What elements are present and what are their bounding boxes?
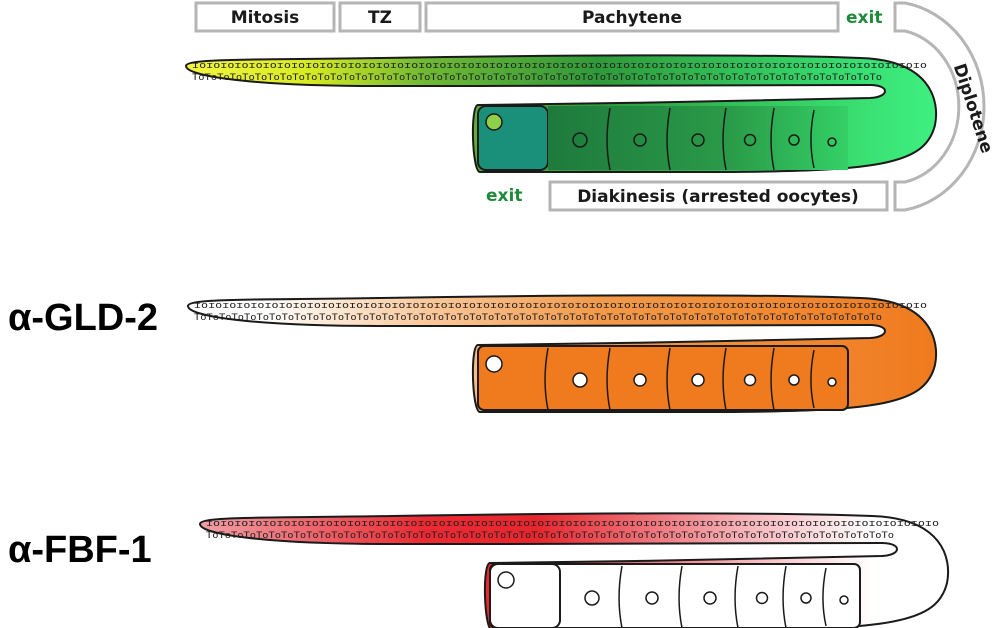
gonad-green-row-bottom: ToToToToToToToToToToToToToToToToToToToTo… (192, 73, 882, 83)
gonad-red-row-bottom: ToToToToToToToToToToToToToToToToToToToTo… (206, 531, 894, 541)
gonad-orange-row-bottom: ToToToToToToToToToToToToToToToToToToToTo… (194, 313, 882, 323)
stage-label-mitosis: Mitosis (231, 8, 300, 28)
gonad-green-row-top: ɪoɪoɪoɪoɪoɪoɪoɪoɪoɪoɪoɪoɪoɪoɪoɪoɪoɪoɪoɪo… (192, 61, 927, 71)
gonad-red-row-top: ɪoɪoɪoɪoɪoɪoɪoɪoɪoɪoɪoɪoɪoɪoɪoɪoɪoɪoɪoɪo… (206, 519, 939, 529)
gonad-green-oocyte-nucleus (486, 114, 502, 130)
stage-label-diakinesis: Diakinesis (arrested oocytes) (577, 187, 859, 207)
exit-label-bottom: exit (486, 186, 522, 206)
panel-label-fbf1: α-FBF-1 (8, 529, 152, 571)
gonad-green-oocyte-fill (548, 106, 848, 170)
gonad-red: ɪoɪoɪoɪoɪoɪoɪoɪoɪoɪoɪoɪoɪoɪoɪoɪoɪoɪoɪoɪo… (200, 513, 948, 628)
panel-label-gld2: α-GLD-2 (8, 297, 158, 339)
stage-label-tz: TZ (368, 8, 392, 28)
stage-label-pachytene: Pachytene (582, 8, 682, 28)
gonad-green: ɪoɪoɪoɪoɪoɪoɪoɪoɪoɪoɪoɪoɪoɪoɪoɪoɪoɪoɪoɪo… (186, 55, 936, 172)
gonad-orange-row-top: ɪoɪoɪoɪoɪoɪoɪoɪoɪoɪoɪoɪoɪoɪoɪoɪoɪoɪoɪoɪo… (194, 301, 927, 311)
exit-label-top: exit (846, 8, 882, 28)
gonad-orange: ɪoɪoɪoɪoɪoɪoɪoɪoɪoɪoɪoɪoɪoɪoɪoɪoɪoɪoɪoɪo… (188, 295, 936, 412)
